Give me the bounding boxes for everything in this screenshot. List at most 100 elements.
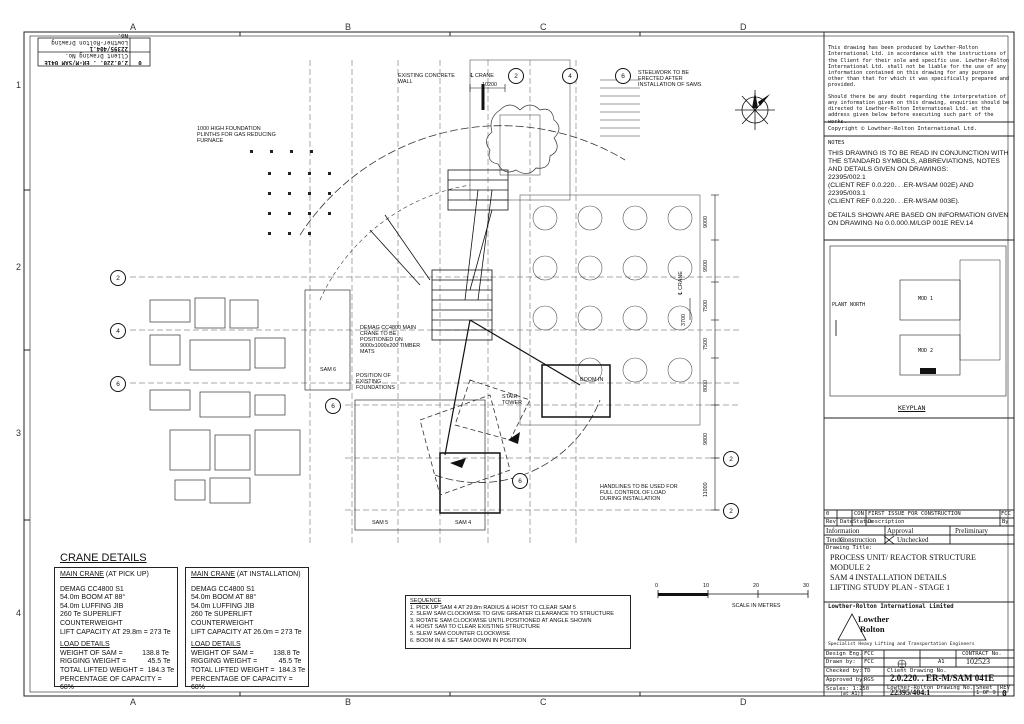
disclaimer: This drawing has been produced by Lowthe… <box>828 40 1010 130</box>
pick-up-load-3: TOTAL LIFTED WEIGHT = 184.3 Te <box>60 666 175 674</box>
drawn-by-value: FCC <box>864 659 874 665</box>
checked-by-value: TD <box>864 668 871 674</box>
installation-details: MAIN CRANE (AT INSTALLATION) DEMAG CC480… <box>185 567 309 691</box>
pick-up-line-2: 54.0m BOOM AT 88° <box>60 594 126 602</box>
client-dwg-number: 2.0.220. . ER-M/SAM 041E <box>890 673 995 683</box>
checked-by-label: Checked by: <box>826 668 863 674</box>
installation-load-3: TOTAL LIFTED WEIGHT = 184.3 Te <box>191 666 306 674</box>
installation-title: MAIN CRANE <box>191 571 235 578</box>
scale-30: 30 <box>803 583 809 589</box>
rev-row-desc: FIRST ISSUE FOR CONSTRUCTION <box>868 511 961 517</box>
notes-block: THIS DRAWING IS TO BE READ IN CONJUNCTIO… <box>828 150 1010 228</box>
existing-foundations-note: POSITION OF EXISTING FOUNDATIONS <box>356 373 395 391</box>
installation-load-1: WEIGHT OF SAM = 138.8 Te <box>191 649 300 657</box>
grid-bubble-6-top: 6 <box>615 68 631 84</box>
pick-up-line-5: LIFT CAPACITY AT 29.8m = 273 Te <box>60 628 171 636</box>
drawn-by-label: Drawn by: <box>826 659 856 665</box>
dim-right-6: 9800 <box>703 433 709 445</box>
stair-tower-label: STAIR TOWER <box>502 394 522 406</box>
copyright: Copyright © Lowther-Rolton International… <box>828 126 978 132</box>
status-information: Information <box>826 527 860 535</box>
rev-label: REV <box>1000 685 1010 691</box>
scale-20: 20 <box>753 583 759 589</box>
title-line-2: MODULE 2 <box>830 563 871 572</box>
scales-label: Scales: 1:250 <box>826 686 870 692</box>
stamp-drawing-no: 2.0.220. . ER-M/SAM 041E <box>44 59 128 65</box>
rev-head-date: Date <box>840 519 854 525</box>
dim-right-4: 7500 <box>703 338 709 350</box>
logo-lowther: Lowther <box>858 614 890 624</box>
sam6-label: SAM 6 <box>320 367 337 373</box>
boom-in-label: BOOM IN <box>580 377 604 383</box>
approved-by-label: Approved by: <box>826 677 866 683</box>
installation-line-3: 54.0m LUFFING JIB <box>191 602 255 610</box>
installation-load-title: LOAD DETAILS <box>191 641 241 649</box>
stamp-lr-label: Lowther-Rolton Drawing No. <box>51 32 128 45</box>
grid-bubble-6-mid: 6 <box>325 398 341 414</box>
frame-row-3: 3 <box>16 428 22 438</box>
title-line-1: PROCESS UNIT/ REACTOR STRUCTURE <box>830 553 976 562</box>
design-eng-value: FCC <box>864 651 874 657</box>
doubt-text: Should there be any doubt regarding the … <box>828 93 1010 125</box>
demag-crane-note: DEMAG CC4800 MAIN CRANE TO BE POSITIONED… <box>360 325 421 355</box>
rev-head-desc: Description <box>868 519 905 525</box>
notes-heading: NOTES <box>828 140 845 146</box>
notes-text-2: DETAILS SHOWN ARE BASED ON INFORMATION G… <box>828 212 1009 227</box>
status-tender: Tender <box>826 536 846 544</box>
pick-up-load-title: LOAD DETAILS <box>60 641 110 649</box>
status-preliminary: Preliminary <box>955 527 989 535</box>
keyplan-label: KEYPLAN <box>898 404 926 412</box>
frame-col-b: B <box>345 22 352 32</box>
installation-line-1: DEMAG CC4800 S1 <box>191 585 255 593</box>
handlines-note: HANDLINES TO BE USED FOR FULL CONTROL OF… <box>600 484 678 502</box>
frame-col-d-bottom: D <box>740 697 747 707</box>
disclaimer-text: This drawing has been produced by Lowthe… <box>828 45 1010 89</box>
pick-up-load-4: PERCENTAGE OF CAPACITY = 68% <box>60 675 162 692</box>
scale-label: SCALE IN METRES <box>732 603 781 609</box>
contract-number: 102523 <box>966 657 990 666</box>
contract-label: CONTRACT No. <box>962 651 1002 657</box>
grid-bubble-2-right-b: 2 <box>723 503 739 519</box>
scale-10: 10 <box>703 583 709 589</box>
steelwork-note: STEELWORK TO BE ERECTED AFTER INSTALLATI… <box>638 70 702 88</box>
installation-load-4: PERCENTAGE OF CAPACITY = 68% <box>191 675 293 692</box>
lr-dwg-label: Lowther-Rolton Drawing No. <box>887 685 974 691</box>
sheet-label: Sheet <box>976 685 993 691</box>
scale-at: (at A1) <box>840 692 861 697</box>
installation-line-4: 260 Te SUPERLIFT COUNTERWEIGHT <box>191 611 254 627</box>
status-approval: Approval <box>887 527 914 535</box>
sequence-title: SEQUENCE <box>410 598 442 604</box>
sequence-step-6: 6. BOOM IN & SET SAM DOWN IN POSITION <box>410 637 527 644</box>
sequence-step-2: 2. SLEW SAM CLOCKWISE TO GIVE GREATER CL… <box>410 611 615 618</box>
stamp-client-label: Client Drawing No. <box>65 52 128 58</box>
rev-head-status: Status <box>853 519 873 525</box>
pick-up-line-1: DEMAG CC4800 S1 <box>60 585 124 593</box>
crane-centreline-right: ℄ CRANE <box>678 271 684 295</box>
frame-row-2: 2 <box>16 262 22 272</box>
status-unchecked: Unchecked <box>897 536 929 544</box>
frame-col-a-bottom: A <box>130 697 137 707</box>
pick-up-line-4: 260 Te SUPERLIFT COUNTERWEIGHT <box>60 611 123 627</box>
grid-bubble-2-right: 2 <box>723 451 739 467</box>
dimension-10200: 10200 <box>482 82 497 88</box>
rev-value: 0 <box>1002 689 1007 698</box>
foundation-note: 1000 HIGH FOUNDATION PLINTHS FOR GAS RED… <box>197 126 276 144</box>
frame-row-4: 4 <box>16 608 22 618</box>
sequence-step-5: 5. SLEW SAM COUNTER CLOCKWISE <box>410 630 511 637</box>
client-dwg-label: Client Drawing No. <box>887 668 947 674</box>
dim-right-5: 8000 <box>703 380 709 392</box>
frame-col-a: A <box>130 22 137 32</box>
dim-right-3: 7500 <box>703 300 709 312</box>
rev-head-by: By <box>1002 519 1009 525</box>
pick-up-details: MAIN CRANE (AT PICK UP) DEMAG CC4800 S1 … <box>54 567 178 691</box>
company-tagline: Specialist Heavy Lifting and Transportat… <box>828 642 975 647</box>
installation-line-2: 54.0m BOOM AT 88° <box>191 594 257 602</box>
pick-up-load-1: WEIGHT OF SAM = 138.8 Te <box>60 649 169 657</box>
title-line-3: SAM 4 INSTALLATION DETAILS <box>830 573 947 582</box>
grid-bubble-6-lower: 6 <box>512 473 528 489</box>
sequence-step-1: 1. PICK UP SAM 4 AT 29.8m RADIUS & HOIST… <box>410 604 577 611</box>
drawing-title-label: Drawing Title: <box>826 545 873 551</box>
dim-right-7: 11000 <box>703 482 709 497</box>
grid-bubble-4-top: 4 <box>562 68 578 84</box>
